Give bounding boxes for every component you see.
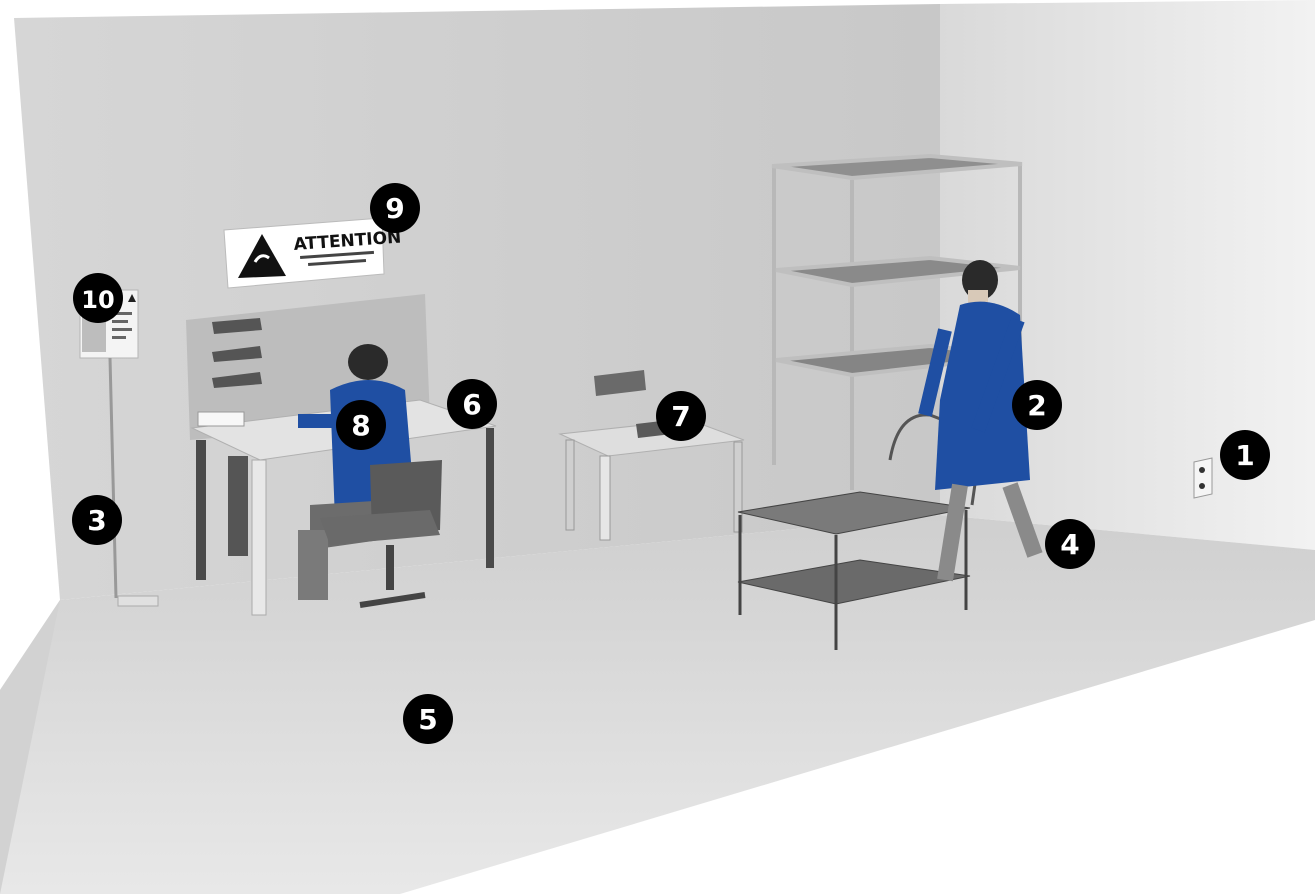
svg-text:4: 4 <box>1060 528 1079 561</box>
svg-text:10: 10 <box>81 286 114 314</box>
marker-5: 5 <box>403 694 453 744</box>
stand-base <box>118 596 158 606</box>
svg-text:3: 3 <box>87 504 106 537</box>
marker-8: 8 <box>336 400 386 450</box>
svg-text:9: 9 <box>385 192 404 225</box>
marker-3: 3 <box>72 495 122 545</box>
marker-6: 6 <box>447 379 497 429</box>
svg-text:7: 7 <box>671 400 690 433</box>
wall-socket <box>1194 458 1212 498</box>
svg-text:5: 5 <box>418 703 437 736</box>
svg-text:6: 6 <box>462 388 481 421</box>
marker-4: 4 <box>1045 519 1095 569</box>
marker-10: 10 <box>73 273 123 323</box>
svg-text:2: 2 <box>1027 389 1046 422</box>
marker-7: 7 <box>656 391 706 441</box>
svg-text:8: 8 <box>351 409 370 442</box>
marker-2: 2 <box>1012 380 1062 430</box>
marker-9: 9 <box>370 183 420 233</box>
marker-1: 1 <box>1220 430 1270 480</box>
svg-text:1: 1 <box>1235 439 1254 472</box>
